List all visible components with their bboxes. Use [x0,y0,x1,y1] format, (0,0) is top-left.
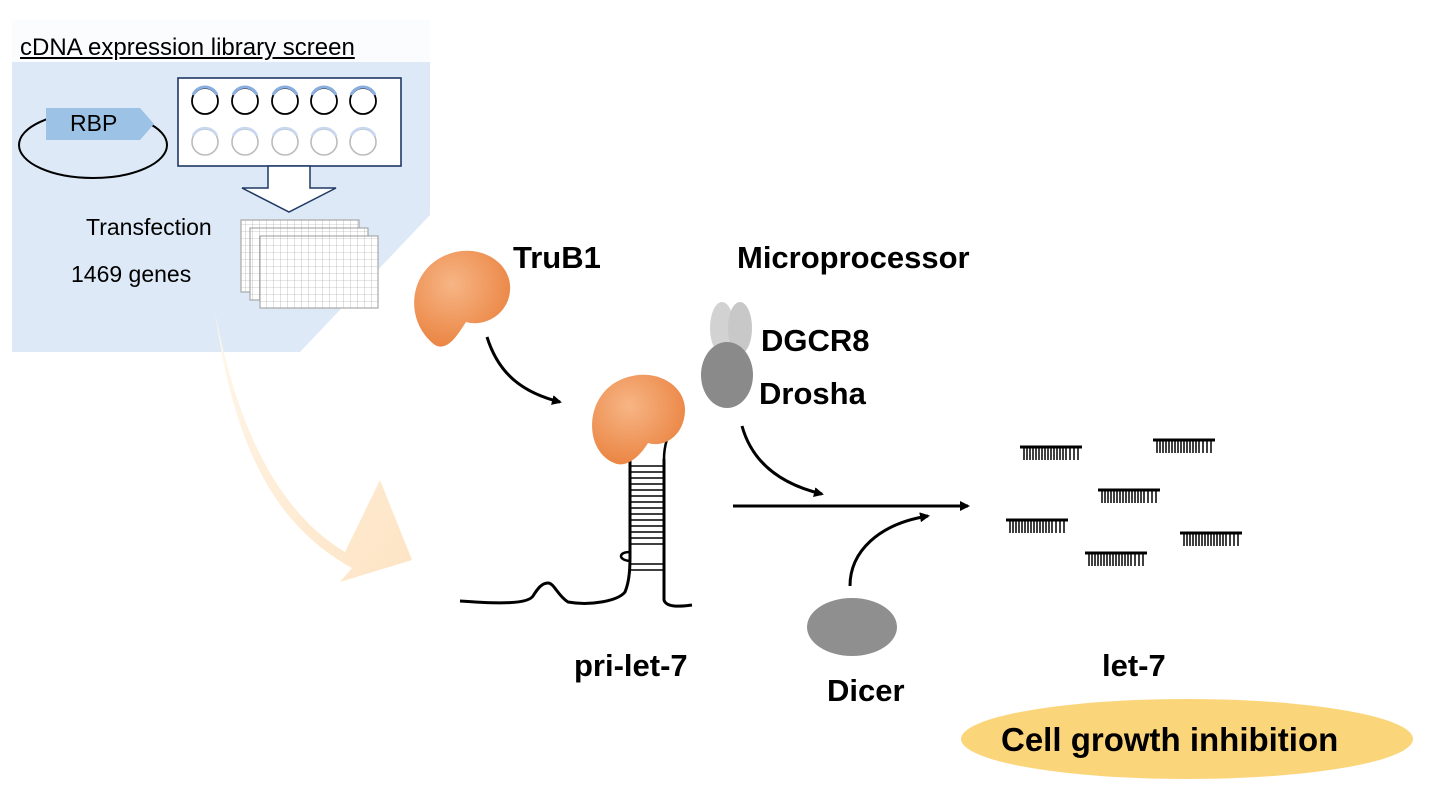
mirna-5 [1180,531,1242,546]
rbp-label: RBP [70,110,118,136]
dicer-processing-arrow [848,512,930,587]
trub1-protein [414,250,511,347]
drosha-protein [701,342,753,408]
microprocessor-label: Microprocessor [737,240,970,275]
dicer-protein [807,598,897,656]
dicer-label: Dicer [827,673,905,708]
mirna-4 [1006,518,1068,533]
big-curved-arrow [215,312,412,582]
screen-panel-title: cDNA expression library screen [20,34,355,61]
rbp-arrow-shape [46,108,154,140]
mirna-3 [1098,488,1160,503]
outcome-ellipse [961,699,1413,779]
transfection-label: Transfection [86,214,212,240]
drosha-label: Drosha [759,376,866,411]
let7-label: let-7 [1102,648,1166,683]
genes-count-label: 1469 genes [71,261,192,287]
trub1-binding-arrow [485,336,562,405]
trub1-bound-protein [592,374,686,465]
dgcr8-label: DGCR8 [761,323,870,358]
mirna-2 [1153,438,1215,453]
mirna-1 [1020,445,1082,460]
dgcr8-protein [710,302,752,354]
transfection-plates [240,219,379,309]
pri-let7-label: pri-let-7 [574,648,688,683]
mirna-6 [1085,551,1147,566]
trub1-label: TruB1 [513,240,601,275]
screen-panel-title-bar [12,20,430,62]
transfection-down-arrow [241,165,337,213]
library-wells [191,85,377,156]
outcome-label: Cell growth inhibition [1001,721,1339,758]
pri-let7-rna [459,427,693,608]
mature-let7-mirnas [1006,438,1242,566]
stem-base-pairs [630,465,664,571]
drosha-processing-arrow [740,425,824,498]
